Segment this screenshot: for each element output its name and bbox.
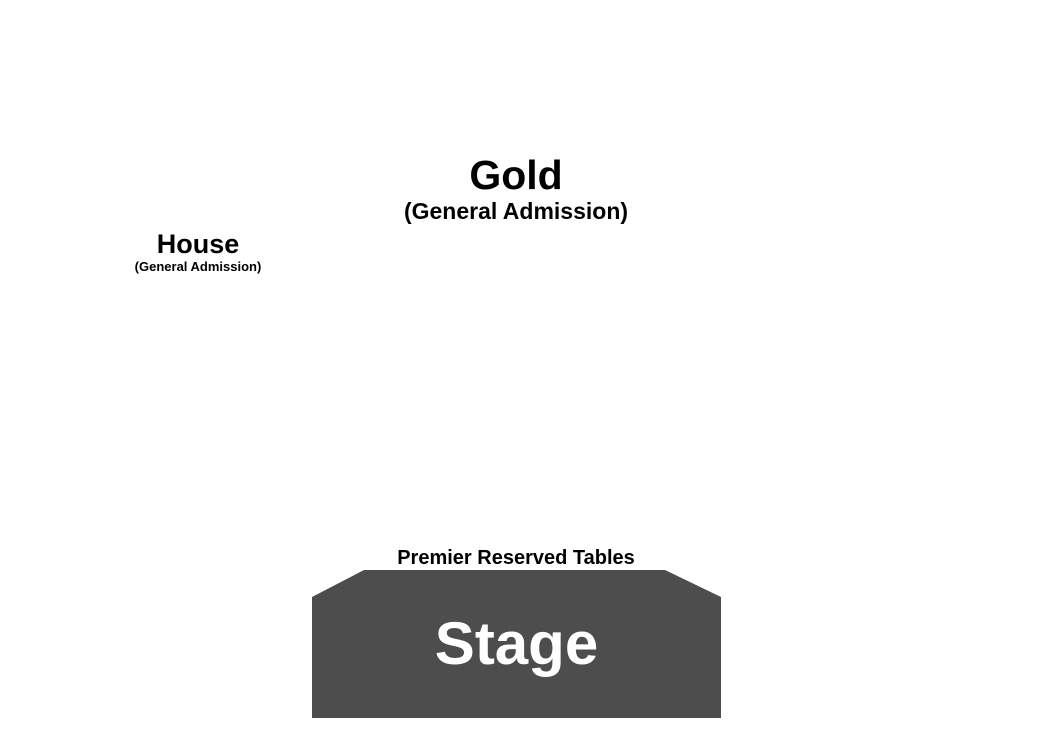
- section-house-name: House: [156, 229, 240, 259]
- section-gold[interactable]: Gold (General Admission): [366, 153, 666, 225]
- section-house-subtitle: (General Admission): [134, 259, 262, 274]
- stage-label: Stage: [434, 610, 599, 677]
- section-gold-subtitle: (General Admission): [403, 198, 629, 224]
- section-house[interactable]: House (General Admission): [98, 229, 298, 275]
- section-gold-name: Gold: [469, 152, 563, 198]
- stage-polygon: [312, 570, 721, 718]
- stage-shape: [312, 570, 721, 718]
- stage: Stage: [312, 570, 721, 718]
- section-premier-reserved-tables[interactable]: Premier Reserved Tables: [397, 547, 635, 569]
